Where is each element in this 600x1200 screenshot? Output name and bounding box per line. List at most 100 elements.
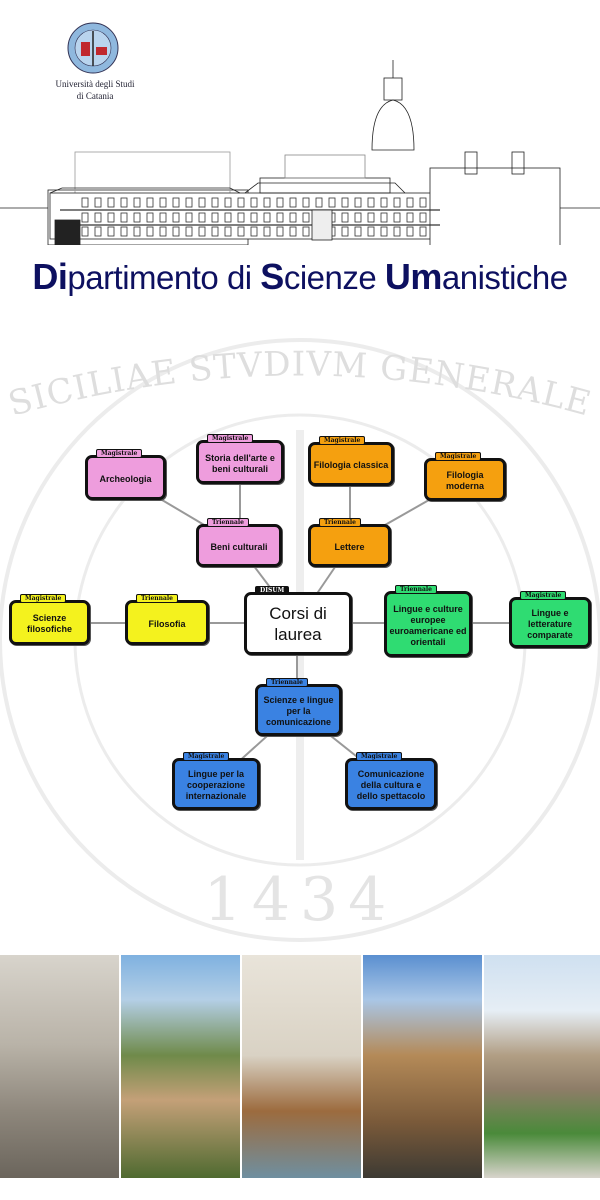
building-elevation-drawing (0, 60, 600, 245)
building-window (159, 226, 167, 237)
node-label: Beni culturali (210, 541, 268, 552)
node-type-tag: Magistrale (20, 594, 67, 603)
building-window (172, 212, 180, 223)
building-window (289, 197, 297, 208)
building-window (341, 212, 349, 223)
node-label: Lingue per la cooperazione internazional… (185, 769, 247, 801)
building-window (393, 212, 401, 223)
node-type-tag: Magistrale (207, 434, 254, 443)
building-window (250, 212, 258, 223)
building-window (224, 212, 232, 223)
building-window (146, 226, 154, 237)
building-window (81, 197, 89, 208)
building-window (120, 197, 128, 208)
watermark-seal: SICILIAE STVDIVM GENERALE 1434 (0, 338, 600, 942)
building-window (146, 212, 154, 223)
building-window (406, 197, 414, 208)
building-window (367, 226, 375, 237)
building-window (276, 197, 284, 208)
building-window (263, 197, 271, 208)
node-label: Filologia moderna (445, 470, 484, 491)
department-title: Dipartimento di Scienze Umanistiche (32, 256, 568, 297)
building-window (159, 212, 167, 223)
building-window (367, 197, 375, 208)
building-window (120, 226, 128, 237)
node-type-tag: Triennale (266, 678, 308, 687)
building-window (263, 226, 271, 237)
building-window (393, 197, 401, 208)
photo-library-hall (242, 955, 361, 1178)
building-window (302, 212, 310, 223)
building-window (211, 197, 219, 208)
building-window (380, 226, 388, 237)
building-window (133, 197, 141, 208)
building-window (250, 197, 258, 208)
building-window (341, 197, 349, 208)
node-type-tag: Magistrale (435, 452, 482, 461)
building-window (172, 226, 180, 237)
building-window (354, 197, 362, 208)
node-label: Lingue e culture europee euroamericane e… (389, 603, 467, 647)
node-type-tag: Magistrale (319, 436, 366, 445)
building-window (185, 212, 193, 223)
building-window (133, 212, 141, 223)
building-window (419, 212, 427, 223)
building-window (302, 226, 310, 237)
building-window (172, 197, 180, 208)
building-window (341, 226, 349, 237)
building-window (354, 226, 362, 237)
building-window (380, 212, 388, 223)
building-window (237, 226, 245, 237)
node-label: Filologia classica (313, 460, 389, 470)
watermark-year: 1434 (204, 865, 397, 935)
node-type-tag: DISUM (255, 586, 290, 595)
node-label: Scienze e lingue per la comunicazione (263, 695, 334, 727)
building-window (224, 226, 232, 237)
building-window (406, 212, 414, 223)
node-type-tag: Triennale (136, 594, 178, 603)
building-window (406, 226, 414, 237)
building-window (237, 212, 245, 223)
building-window (289, 212, 297, 223)
building-window (185, 226, 193, 237)
building-window (328, 197, 336, 208)
photo-staircase (0, 955, 119, 1178)
node-type-tag: Magistrale (183, 752, 230, 761)
building-window (263, 212, 271, 223)
photo-old-city (363, 955, 482, 1178)
building-window (367, 212, 375, 223)
building-window (419, 197, 427, 208)
node-type-tag: Triennale (207, 518, 249, 527)
building-window (198, 197, 206, 208)
node-type-tag: Magistrale (520, 591, 567, 600)
building-window (94, 212, 102, 223)
building-window (419, 226, 427, 237)
node-type-tag: Magistrale (356, 752, 403, 761)
node-label: Lingue e letterature comparate (527, 607, 573, 640)
photo-courtyard-fountain (484, 955, 600, 1178)
university-name: Università degli Studi di Catania (55, 79, 135, 101)
building-window (354, 212, 362, 223)
building-window (276, 212, 284, 223)
building-window (146, 197, 154, 208)
building-window (224, 197, 232, 208)
photo-garden-cloister (121, 955, 240, 1178)
building-window (133, 226, 141, 237)
building-window (250, 226, 258, 237)
node-label: Filosofia (148, 618, 186, 629)
